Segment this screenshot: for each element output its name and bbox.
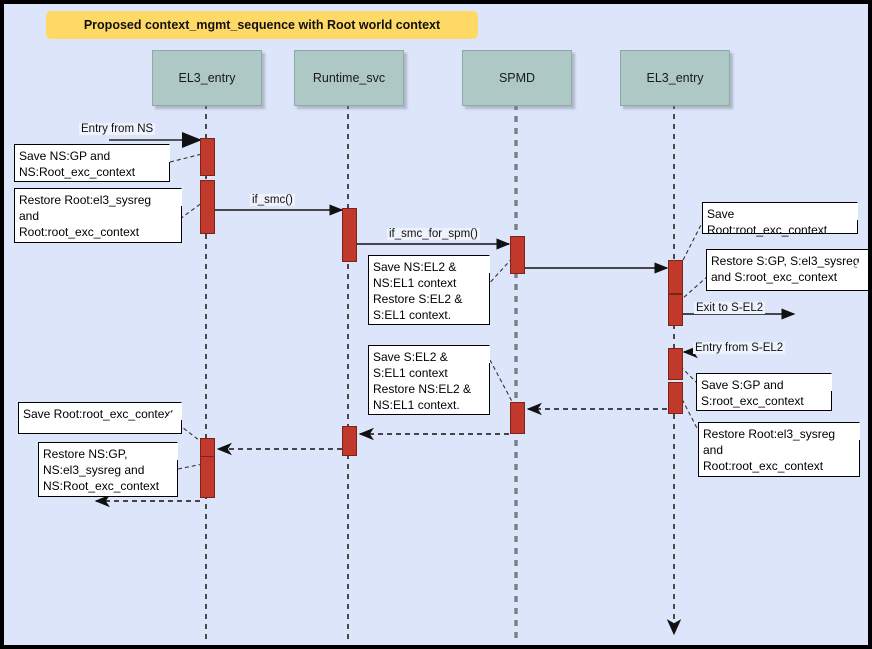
- note-save-s-el2-context: Save S:EL2 & S:EL1 context Restore NS:EL…: [368, 345, 490, 415]
- activation-el3-left-4: [200, 456, 215, 498]
- note-restore-root-el3-sysreg-2: Restore Root:el3_sysreg and Root:root_ex…: [698, 422, 860, 477]
- note-save-ns-gp: Save NS:GP and NS:Root_exc_context: [14, 144, 170, 182]
- note-save-s-gp-root-exc: Save S:GP and S:root_exc_context: [696, 373, 832, 411]
- activation-spmd-2: [510, 402, 525, 434]
- lifeline-head-el3-entry-right[interactable]: EL3_entry: [620, 50, 730, 106]
- note-restore-ns-gp-sysreg: Restore NS:GP, NS:el3_sysreg and NS:Root…: [38, 442, 178, 497]
- note-save-ns-el2-context: Save NS:EL2 & NS:EL1 context Restore S:E…: [368, 255, 490, 325]
- activation-spmd-1: [510, 236, 525, 274]
- activation-el3-right-4: [668, 382, 683, 414]
- leader-note-save-root-exc-l: [177, 423, 205, 445]
- lifeline-head-runtime-svc[interactable]: Runtime_svc: [294, 50, 404, 106]
- lifeline-head-el3-entry-left[interactable]: EL3_entry: [152, 50, 262, 106]
- leader-note-restore-s-gp: [681, 275, 709, 300]
- leader-note-save-ns-gp: [169, 153, 203, 163]
- activation-runtime-2: [342, 426, 357, 456]
- note-restore-root-el3-sysreg-1: Restore Root:el3_sysreg and Root:root_ex…: [14, 188, 182, 243]
- message-label-entry-from-ns: Entry from NS: [79, 123, 156, 135]
- lifeline-head-spmd[interactable]: SPMD: [462, 50, 572, 106]
- activation-el3-left-2: [200, 180, 215, 234]
- leader-note-restore-root-1: [179, 201, 204, 220]
- note-restore-s-gp-sysreg: Restore S:GP, S:el3_sysreg and S:root_ex…: [706, 249, 868, 291]
- diagram-title-banner: Proposed context_mgmt_sequence with Root…: [46, 11, 478, 39]
- activation-runtime-1: [342, 208, 357, 262]
- note-save-root-exc-context-left: Save Root:root_exc_context: [18, 402, 182, 434]
- message-label-entry-from-s-el2: Entry from S-EL2: [693, 342, 786, 354]
- message-label-if-smc-for-spm: if_smc_for_spm(): [387, 228, 480, 240]
- activation-el3-right-3: [668, 348, 683, 380]
- leader-note-save-s-gp: [681, 367, 699, 385]
- leader-note-save-s-el2: [489, 359, 517, 410]
- message-label-exit-to-s-el2: Exit to S-EL2: [694, 302, 766, 314]
- activation-el3-right-1: [668, 260, 683, 294]
- leader-note-save-root-exc-r: [679, 218, 705, 267]
- diagram-vector-layer: [94, 104, 796, 644]
- message-label-if-smc: if_smc(): [250, 194, 295, 206]
- activation-el3-left-1: [200, 138, 215, 176]
- note-save-root-exc-context-right: Save Root:root_exc_context: [702, 202, 858, 237]
- leader-note-restore-ns-gp: [177, 463, 204, 470]
- activation-el3-right-2: [668, 294, 683, 326]
